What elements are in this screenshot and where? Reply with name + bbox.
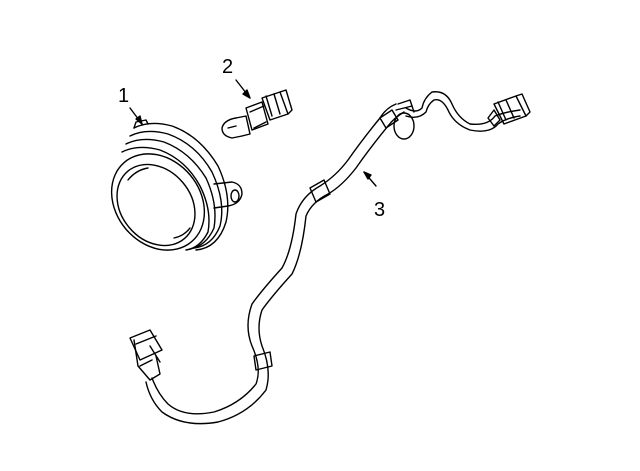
callout-3-leader — [364, 172, 376, 186]
bulb-icon — [222, 90, 292, 138]
callout-1-label: 1 — [118, 85, 130, 107]
fog-lamp-housing-icon — [92, 120, 242, 269]
callout-2-leader — [236, 80, 250, 98]
callout-3-label: 3 — [374, 199, 386, 221]
callout-1-leader — [130, 108, 142, 124]
callout-2-label: 2 — [222, 56, 234, 78]
wiring-harness-icon — [130, 92, 530, 424]
